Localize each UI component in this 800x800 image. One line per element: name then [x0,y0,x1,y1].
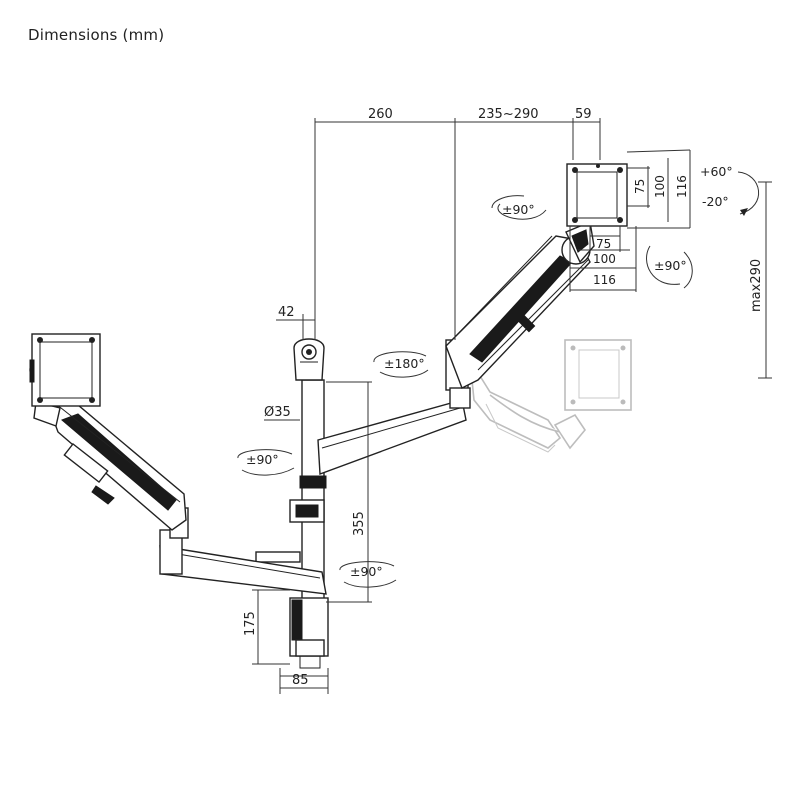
dim-clamp-top: 42 [278,305,295,320]
rot-arm-left-swivel: ±90° [246,452,279,467]
diagram-caption: Dimensions (mm) [28,26,165,44]
dim-vesa-mid-h: 100 [593,252,616,266]
dim-extension: 235~290 [478,107,539,122]
center-pole [255,338,329,669]
dim-arm-reach: 260 [368,107,393,122]
rot-pole-top: ±180° [384,356,425,371]
dim-pole-diameter: Ø35 [264,405,291,420]
rot-arm-base-swivel: ±90° [350,564,383,579]
dim-vesa-small-v: 75 [633,179,647,194]
ghost-monitor-position [469,339,632,453]
dim-height-adjust: max290 [749,259,764,312]
rot-tilt-down: -20° [702,194,729,209]
dim-pole-height: 355 [352,511,367,536]
rotation-arcs [237,171,759,588]
dim-vesa-large-h: 116 [593,273,616,287]
dim-vesa-small-h: 75 [596,237,611,251]
rot-screen-rotate: ±90° [654,258,687,273]
lower-left-arm [29,333,327,595]
dim-clamp-height: 175 [243,611,258,636]
rot-tilt-up: +60° [700,164,733,179]
dim-vesa-large-v: 116 [675,175,689,198]
dim-tilt-offset: 59 [575,107,592,122]
dim-vesa-mid-v: 100 [653,175,667,198]
upper-right-arm [317,163,628,475]
dimension-lines [252,118,772,694]
dim-clamp-width: 85 [292,673,309,688]
rot-head-swivel: ±90° [502,202,535,217]
